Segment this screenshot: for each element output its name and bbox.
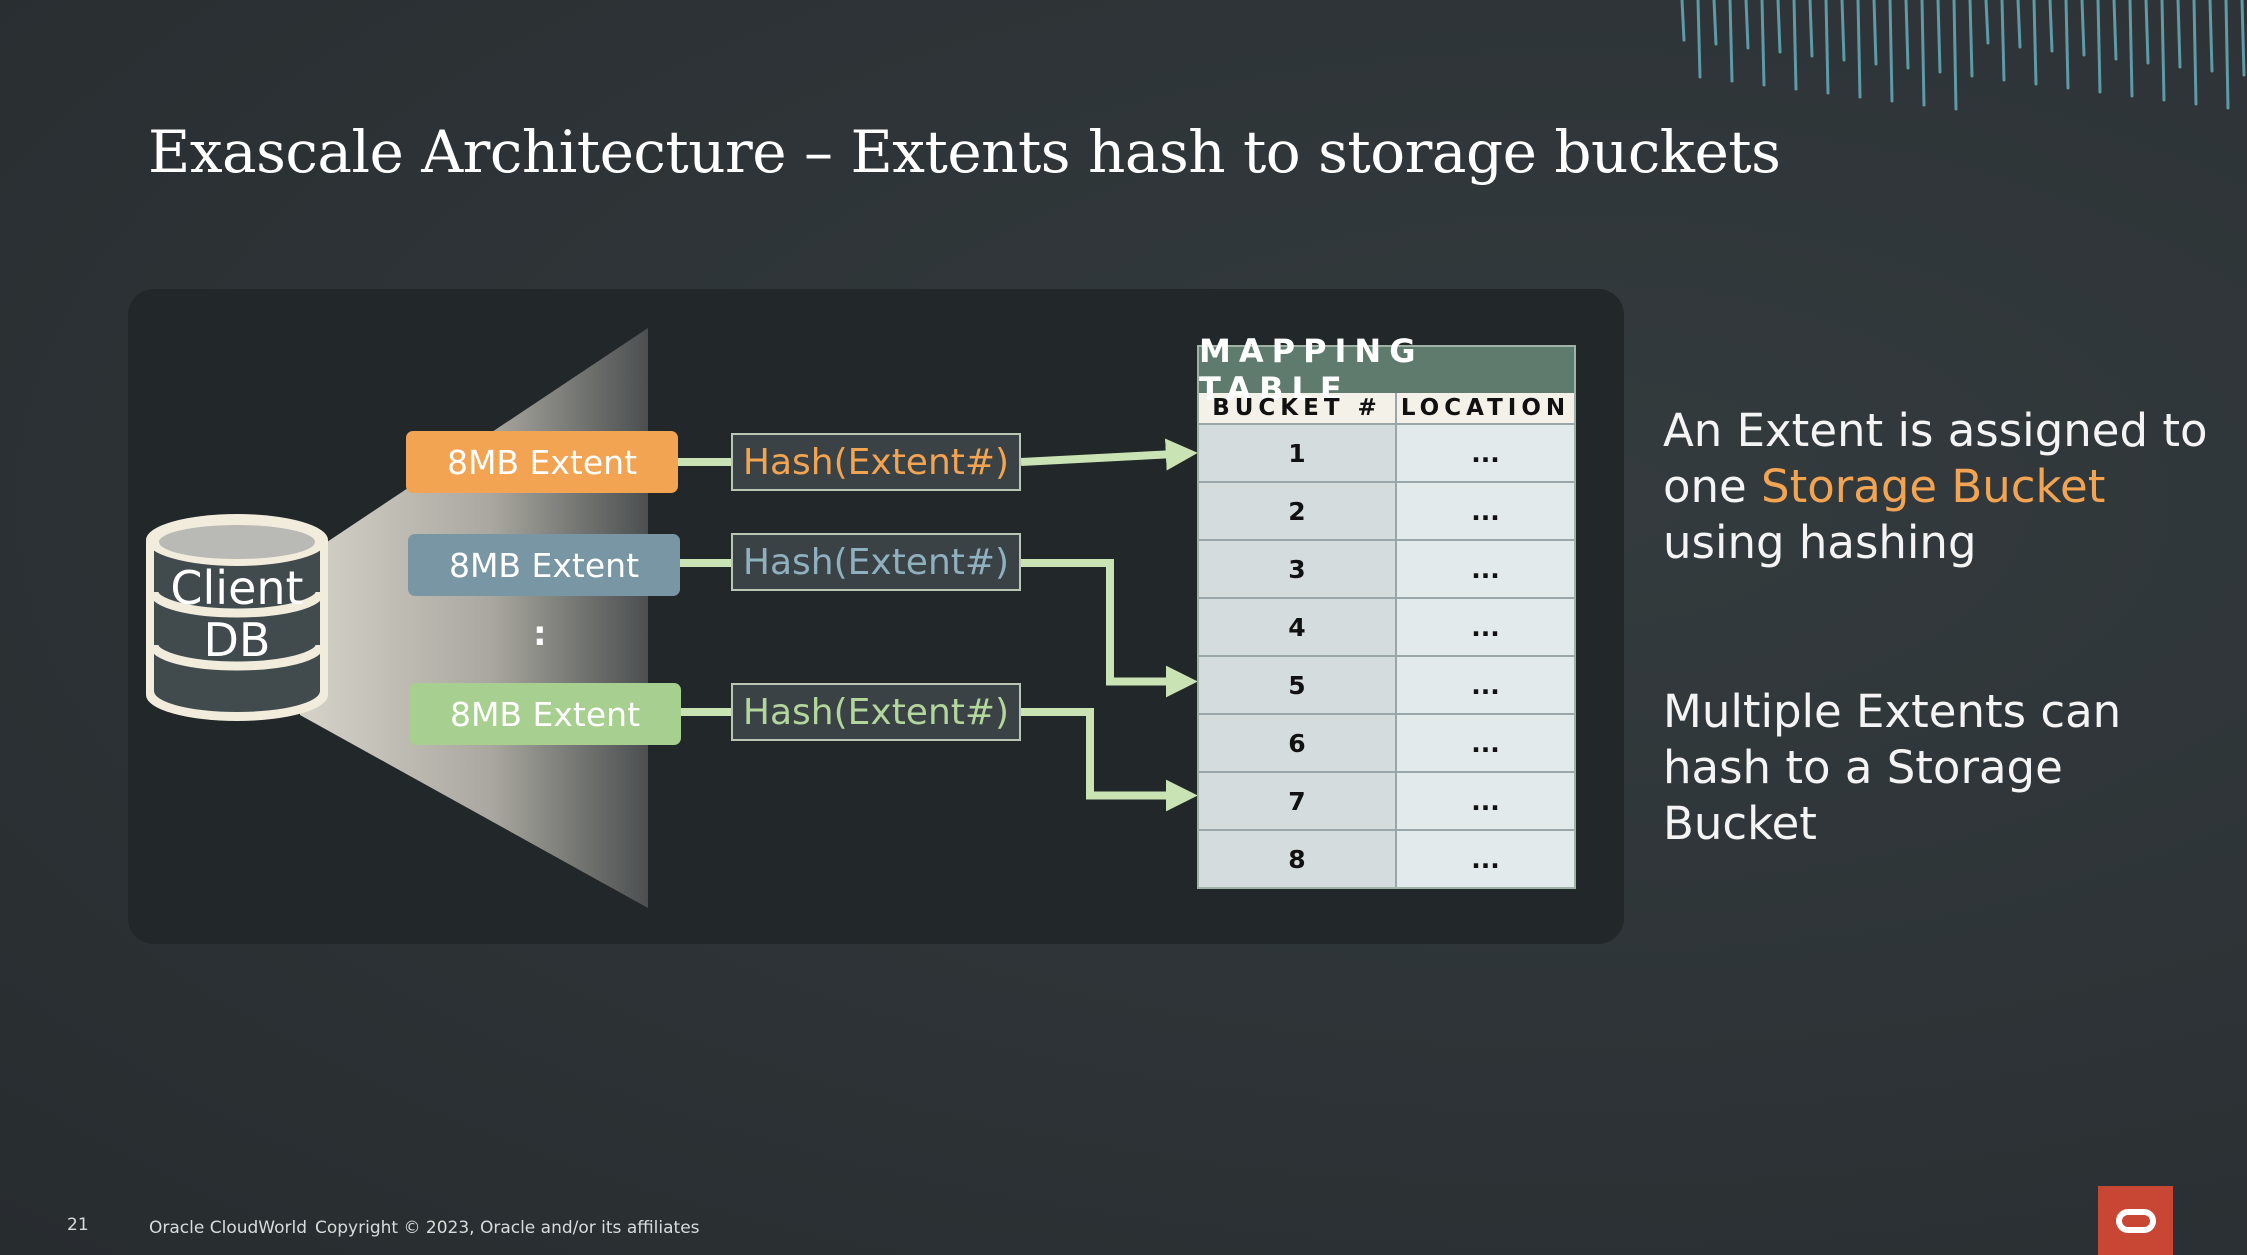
bucket-number-cell: 3 [1199, 541, 1397, 597]
mapping-table-header: BUCKET # LOCATION [1199, 393, 1574, 425]
projection-beam [300, 328, 648, 908]
footer-copyright: Copyright © 2023, Oracle and/or its affi… [315, 1218, 700, 1238]
table-row: 6... [1199, 713, 1574, 771]
note1-highlight-storage-bucket: Storage Bucket [1761, 460, 2106, 513]
extent-box-3: 8MB Extent [409, 683, 681, 745]
bucket-number-cell: 8 [1199, 831, 1397, 887]
hash-to-bucket-arrow [1021, 708, 1198, 812]
location-cell: ... [1397, 831, 1574, 887]
extent-box-2: 8MB Extent [408, 534, 680, 596]
table-row: 8... [1199, 829, 1574, 887]
database-cylinder-icon [146, 514, 328, 721]
mapping-table-title: MAPPING TABLE [1199, 332, 1574, 408]
bucket-number-cell: 6 [1199, 715, 1397, 771]
decorative-stripes [1680, 0, 2246, 111]
ellipsis-marker: : [533, 614, 547, 654]
column-header-bucket: BUCKET # [1199, 393, 1397, 423]
location-cell: ... [1397, 599, 1574, 655]
bucket-number-cell: 1 [1199, 425, 1397, 481]
slide-title: Exascale Architecture – Extents hash to … [148, 118, 1781, 186]
bucket-number-cell: 5 [1199, 657, 1397, 713]
hash-box-2: Hash(Extent#) [731, 533, 1021, 591]
location-cell: ... [1397, 657, 1574, 713]
oracle-logo-icon [2098, 1186, 2173, 1255]
table-row: 5... [1199, 655, 1574, 713]
bucket-number-cell: 4 [1199, 599, 1397, 655]
hash-to-bucket-arrow [1021, 559, 1198, 698]
hash-to-bucket-arrow [1020, 438, 1198, 471]
bucket-number-cell: 2 [1199, 483, 1397, 539]
table-row: 7... [1199, 771, 1574, 829]
note1-text-start: An Extent is assigned to one [1663, 404, 2208, 513]
location-cell: ... [1397, 715, 1574, 771]
database-label: Client DB [148, 562, 326, 666]
hash-box-1: Hash(Extent#) [731, 433, 1021, 491]
note-multiple-extents: Multiple Extents can hash to a Storage B… [1663, 685, 2122, 850]
footer-brand: Oracle CloudWorld [149, 1218, 307, 1238]
bucket-number-cell: 7 [1199, 773, 1397, 829]
location-cell: ... [1397, 425, 1574, 481]
location-cell: ... [1397, 483, 1574, 539]
extent-box-1: 8MB Extent [406, 431, 678, 493]
page-number: 21 [67, 1215, 89, 1235]
database-label-line2: DB [203, 613, 271, 667]
mapping-table-body: 1...2...3...4...5...6...7...8... [1199, 425, 1574, 887]
column-header-location: LOCATION [1400, 395, 1571, 421]
note1-text-end: using hashing [1663, 516, 1977, 569]
location-cell: ... [1397, 773, 1574, 829]
hash-box-3: Hash(Extent#) [731, 683, 1021, 741]
database-label-line1: Client [170, 561, 304, 615]
table-row: 3... [1199, 539, 1574, 597]
note-extent-assignment: An Extent is assigned to one Storage Buc… [1663, 403, 2223, 571]
location-cell: ... [1397, 541, 1574, 597]
table-row: 2... [1199, 481, 1574, 539]
table-row: 1... [1199, 425, 1574, 481]
table-row: 4... [1199, 597, 1574, 655]
mapping-table: MAPPING TABLE BUCKET # LOCATION 1...2...… [1197, 332, 1576, 889]
